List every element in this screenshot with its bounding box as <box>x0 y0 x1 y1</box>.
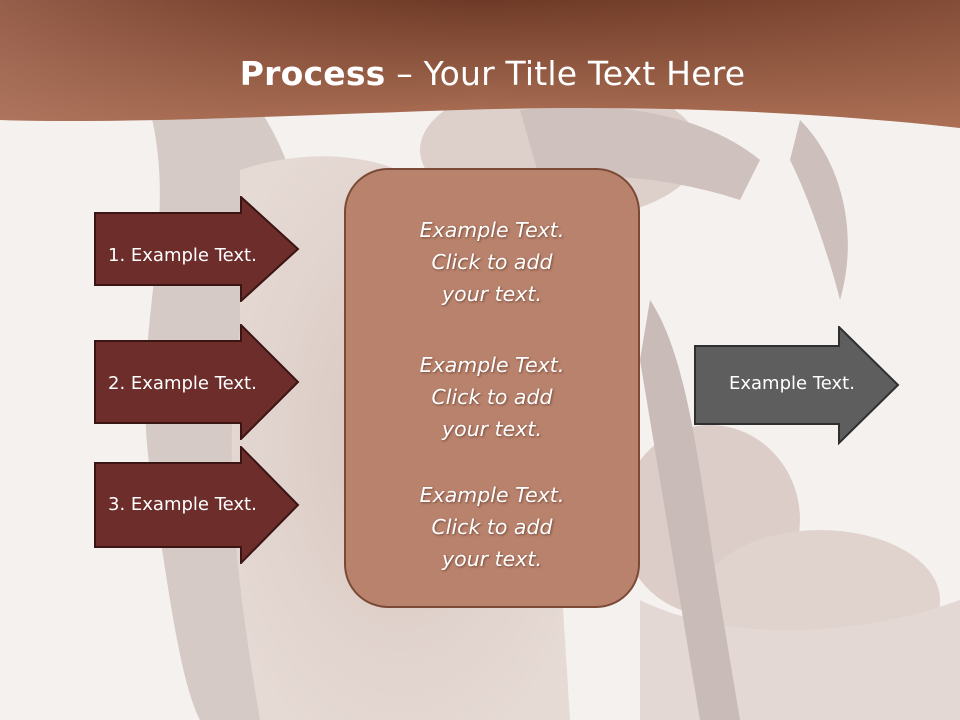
text-block-3-line-2: Click to add <box>431 515 553 539</box>
text-block-3-line-3: your text. <box>442 547 542 571</box>
arrow-shape-1[interactable] <box>94 196 300 302</box>
text-block-2-line-1: Example Text. <box>419 353 565 377</box>
text-block-1-line-2: Click to add <box>431 250 553 274</box>
text-block-1-line-3: your text. <box>442 282 542 306</box>
text-block-2-line-3: your text. <box>442 417 542 441</box>
arrow-shape-3[interactable] <box>94 446 300 564</box>
text-block-3: Example Text. Click to add your text. <box>346 479 638 575</box>
arrow-label-right: Example Text. <box>729 373 855 394</box>
arrow-label-3: 3. Example Text. <box>108 494 257 515</box>
arrow-shape-2[interactable] <box>94 324 300 440</box>
text-block-1: Example Text. Click to add your text. <box>346 214 638 310</box>
text-block-1-line-1: Example Text. <box>419 218 565 242</box>
arrow-label-1: 1. Example Text. <box>108 245 257 266</box>
arrow-label-2: 2. Example Text. <box>108 373 257 394</box>
title-band <box>0 0 960 128</box>
text-block-2-line-2: Click to add <box>431 385 553 409</box>
text-block-2: Example Text. Click to add your text. <box>346 349 638 445</box>
text-block-3-line-1: Example Text. <box>419 483 565 507</box>
title-bold: Process <box>239 54 386 93</box>
title-rest: – Your Title Text Here <box>385 54 746 93</box>
slide-title[interactable]: Process – Your Title Text Here <box>0 52 960 96</box>
center-text-box[interactable]: Example Text. Click to add your text. Ex… <box>344 168 640 608</box>
arrow-shape-right[interactable] <box>694 326 900 446</box>
